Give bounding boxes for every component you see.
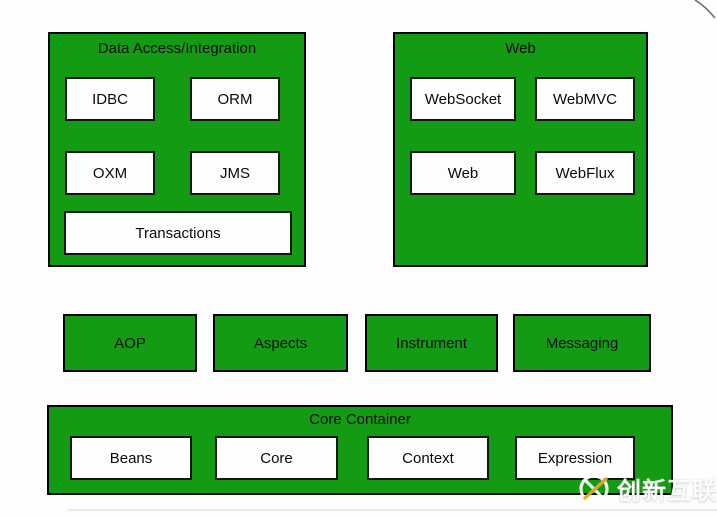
module-beans: Beans: [70, 436, 192, 480]
group-title-data-access: Data Access/Integration: [97, 40, 257, 57]
corner-arc-artifact: [694, 0, 716, 19]
group-web: Web WebSocket WebMVC Web WebFlux: [393, 32, 648, 267]
module-core: Core: [215, 436, 338, 480]
group-title-web: Web: [505, 40, 536, 57]
module-oxm: OXM: [65, 151, 155, 195]
module-orm: ORM: [190, 77, 280, 121]
faint-divider-artifact: [68, 509, 717, 511]
group-title-core-container: Core Container: [309, 411, 411, 428]
module-transactions: Transactions: [64, 211, 292, 255]
module-aop: AOP: [63, 314, 197, 372]
module-aspects: Aspects: [213, 314, 348, 372]
module-messaging: Messaging: [513, 314, 651, 372]
module-context: Context: [367, 436, 489, 480]
module-web: Web: [410, 151, 516, 195]
module-webflux: WebFlux: [535, 151, 635, 195]
group-data-access-integration: Data Access/Integration IDBC ORM OXM JMS…: [48, 32, 306, 267]
module-instrument: Instrument: [365, 314, 498, 372]
module-idbc: IDBC: [65, 77, 155, 121]
module-jms: JMS: [190, 151, 280, 195]
module-webmvc: WebMVC: [535, 77, 635, 121]
group-core-container: Core Container Beans Core Context Expres…: [47, 405, 673, 495]
module-expression: Expression: [515, 436, 635, 480]
module-websocket: WebSocket: [410, 77, 516, 121]
